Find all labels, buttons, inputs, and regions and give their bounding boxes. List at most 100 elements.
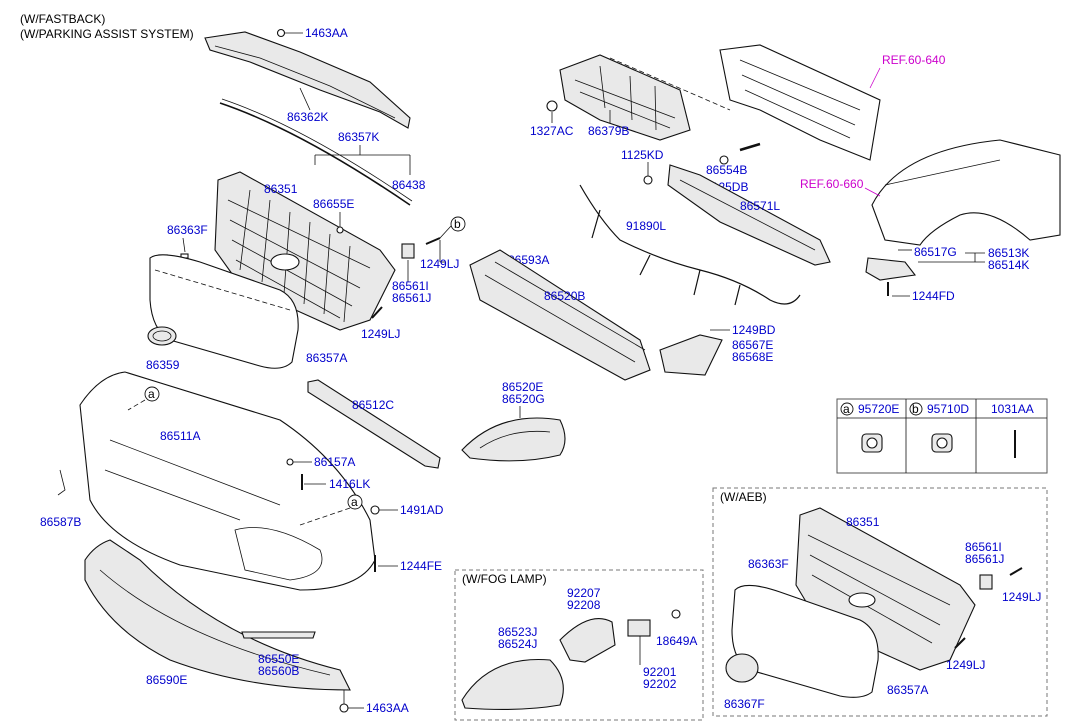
- clip-icon: [336, 226, 344, 234]
- aeb-part-label-1249LJ-b[interactable]: 1249LJ: [946, 658, 985, 672]
- sensor-wire-icon: [57, 469, 66, 496]
- part-label-86568E[interactable]: 86568E: [732, 350, 773, 364]
- part-label-91890L[interactable]: 91890L: [626, 219, 666, 233]
- part-label-86561J[interactable]: 86561J: [392, 291, 431, 305]
- sensor-icon: [931, 433, 953, 453]
- part-label-86357A[interactable]: 86357A: [306, 351, 347, 365]
- part-label-86560B[interactable]: 86560B: [258, 664, 299, 678]
- part-label-1327AC[interactable]: 1327AC: [530, 124, 574, 138]
- front-end-module-part: [559, 54, 691, 141]
- fastener-icon: [276, 28, 286, 38]
- header-line-2: (W/PARKING ASSIST SYSTEM): [20, 27, 194, 41]
- part-label-1249LJ-a[interactable]: 1249LJ: [420, 257, 459, 271]
- skid-plate-part: [84, 539, 351, 691]
- table-part-95720E[interactable]: 95720E: [858, 402, 899, 416]
- part-label-86520E[interactable]: 86520E: [502, 380, 543, 394]
- part-label-86520B[interactable]: 86520B: [544, 289, 585, 303]
- marker-a: a: [148, 387, 155, 401]
- marker-b-circle: [450, 216, 466, 232]
- body-structure-part: [719, 44, 881, 161]
- fender-part: [871, 139, 1061, 246]
- fog-lamp-bulb-part: [627, 619, 651, 637]
- part-label-18649A[interactable]: 18649A: [656, 634, 697, 648]
- marker-a-circle-2: [347, 494, 363, 510]
- part-label-86357K[interactable]: 86357K: [338, 130, 379, 144]
- aeb-part-label-86561I[interactable]: 86561I: [965, 540, 1002, 554]
- part-label-86512C[interactable]: 86512C: [352, 398, 394, 412]
- part-label-1244FE[interactable]: 1244FE: [400, 559, 442, 573]
- part-label-86550E[interactable]: 86550E: [258, 652, 299, 666]
- part-label-1416LK[interactable]: 1416LK: [329, 477, 370, 491]
- bolt-icon: [1009, 567, 1023, 576]
- part-label-86157A[interactable]: 86157A: [314, 455, 355, 469]
- emblem-part: [147, 326, 177, 346]
- aeb-part-label-86357A[interactable]: 86357A: [887, 683, 928, 697]
- wiring-harness-part: [579, 184, 801, 306]
- part-label-1249LJ-b[interactable]: 1249LJ: [361, 327, 400, 341]
- aeb-part-label-1249LJ-a[interactable]: 1249LJ: [1002, 590, 1041, 604]
- table-part-95710D[interactable]: 95710D: [927, 402, 969, 416]
- part-label-86554B[interactable]: 86554B: [706, 163, 747, 177]
- part-label-86587B[interactable]: 86587B: [40, 515, 81, 529]
- part-label-1463AA-bottom[interactable]: 1463AA: [366, 701, 409, 715]
- marker-a-2: a: [351, 495, 358, 509]
- aeb-part-label-86363F[interactable]: 86363F: [748, 557, 789, 571]
- strip-part: [241, 631, 316, 639]
- clip-icon: [671, 609, 681, 619]
- absorber-part: [667, 164, 831, 266]
- part-label-86513K[interactable]: 86513K: [988, 246, 1029, 260]
- clip-icon: [286, 458, 294, 466]
- part-label-86362K[interactable]: 86362K: [287, 110, 328, 124]
- part-label-92208[interactable]: 92208: [567, 598, 601, 612]
- part-label-86351[interactable]: 86351: [264, 182, 298, 196]
- part-label-92202[interactable]: 92202: [643, 677, 677, 691]
- aeb-part-label-86367F[interactable]: 86367F: [724, 697, 765, 711]
- bracket-part: [401, 243, 415, 259]
- bolt-icon: [739, 142, 761, 152]
- part-label-86363F[interactable]: 86363F: [167, 223, 208, 237]
- part-label-86511A[interactable]: 86511A: [160, 429, 200, 443]
- part-label-86359[interactable]: 86359: [146, 358, 180, 372]
- part-label-86567E[interactable]: 86567E: [732, 338, 773, 352]
- part-label-92201[interactable]: 92201: [643, 665, 677, 679]
- part-label-86571L[interactable]: 86571L: [740, 199, 780, 213]
- part-label-86517G[interactable]: 86517G: [914, 245, 957, 259]
- fog-cover-part: [461, 417, 566, 462]
- sensor-icon: [861, 433, 883, 453]
- lip-part: [307, 379, 441, 469]
- part-label-86379B[interactable]: 86379B: [588, 124, 629, 138]
- bumper-beam-part: [469, 249, 651, 381]
- fastener-icon: [339, 703, 349, 713]
- part-label-86524J[interactable]: 86524J: [498, 637, 537, 651]
- part-label-86520G[interactable]: 86520G: [502, 392, 545, 406]
- part-label-1491AD[interactable]: 1491AD: [400, 503, 444, 517]
- part-label-86523J[interactable]: 86523J: [498, 625, 537, 639]
- part-label-1463AA-top[interactable]: 1463AA: [305, 26, 348, 40]
- ref-60-660[interactable]: REF.60-660: [800, 177, 864, 191]
- aeb-part-label-86561J[interactable]: 86561J: [965, 552, 1004, 566]
- marker-a-circle-1: [144, 386, 160, 402]
- side-bracket-part: [865, 257, 917, 281]
- part-label-92207[interactable]: 92207: [567, 586, 601, 600]
- table-part-1031AA[interactable]: 1031AA: [991, 402, 1034, 416]
- ref-60-640[interactable]: REF.60-640: [882, 53, 946, 67]
- part-label-86655E[interactable]: 86655E: [313, 197, 354, 211]
- nut-icon: [546, 100, 558, 112]
- part-label-86590E[interactable]: 86590E: [146, 673, 187, 687]
- part-label-86438[interactable]: 86438: [392, 178, 426, 192]
- bracket-part: [979, 574, 993, 590]
- aeb-frame-title: (W/AEB): [720, 490, 767, 504]
- nut-icon: [370, 505, 380, 515]
- aeb-part-label-86351[interactable]: 86351: [846, 515, 880, 529]
- bolt-icon: [954, 637, 966, 649]
- bolt-icon: [425, 237, 441, 245]
- part-label-86514K[interactable]: 86514K: [988, 258, 1029, 272]
- part-label-86561I[interactable]: 86561I: [392, 279, 429, 293]
- part-label-1125KD[interactable]: 1125KD: [621, 148, 664, 162]
- fog-lamp-frame-title: (W/FOG LAMP): [462, 572, 547, 586]
- bracket-part: [659, 334, 723, 376]
- part-label-1244FD[interactable]: 1244FD: [912, 289, 955, 303]
- part-label-1249BD[interactable]: 1249BD: [732, 323, 776, 337]
- marker-b: b: [454, 217, 461, 231]
- fog-bezel-part: [461, 658, 564, 710]
